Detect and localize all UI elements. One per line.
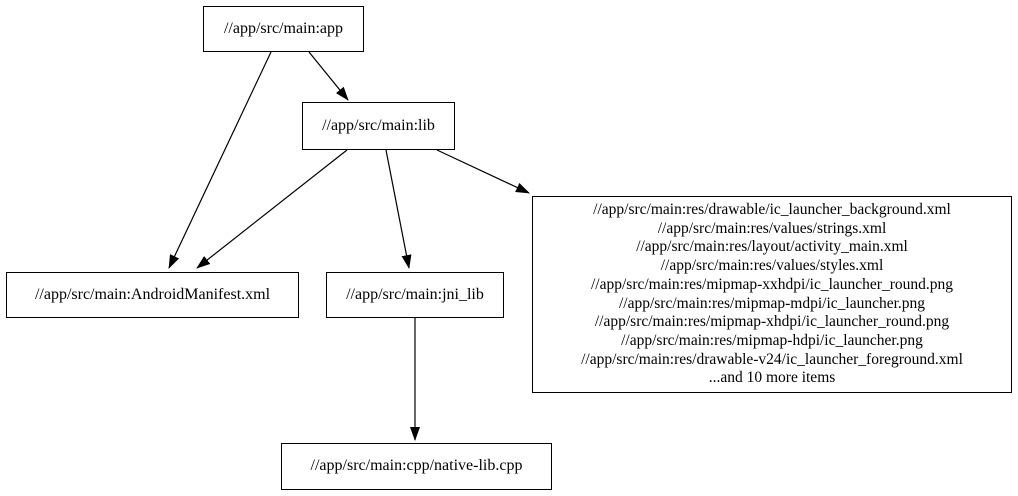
node-android-manifest: //app/src/main:AndroidManifest.xml [6, 272, 299, 318]
res-group-line: //app/src/main:res/drawable/ic_launcher_… [593, 200, 951, 218]
res-group-line: //app/src/main:res/mipmap-xhdpi/ic_launc… [594, 313, 950, 331]
node-native-lib-cpp: //app/src/main:cpp/native-lib.cpp [281, 443, 552, 490]
node-android-manifest-label: //app/src/main:AndroidManifest.xml [34, 285, 271, 303]
res-group-line: //app/src/main:res/mipmap-mdpi/ic_launch… [618, 294, 926, 312]
res-group-line: //app/src/main:res/layout/activity_main.… [636, 238, 908, 256]
node-jni-lib-label: //app/src/main:jni_lib [346, 285, 484, 303]
node-app: //app/src/main:app [203, 6, 364, 52]
edge-app-to-lib [308, 51, 349, 101]
node-jni-lib: //app/src/main:jni_lib [326, 272, 504, 318]
edge-lib-to-res-group [436, 149, 530, 194]
res-group-more-items: ...and 10 more items [708, 369, 836, 387]
node-lib: //app/src/main:lib [302, 102, 455, 150]
res-group-line: //app/src/main:res/values/styles.xml [660, 257, 884, 275]
edge-app-to-android-manifest [168, 51, 272, 269]
res-group-line: //app/src/main:res/drawable-v24/ic_launc… [581, 350, 963, 368]
res-group-line: //app/src/main:res/values/strings.xml [657, 219, 887, 237]
res-group-line: //app/src/main:res/mipmap-hdpi/ic_launch… [621, 331, 923, 349]
node-app-label: //app/src/main:app [223, 19, 344, 37]
node-res-group: //app/src/main:res/drawable/ic_launcher_… [532, 196, 1012, 393]
node-native-lib-cpp-label: //app/src/main:cpp/native-lib.cpp [310, 457, 523, 475]
node-lib-label: //app/src/main:lib [322, 116, 435, 134]
edge-lib-to-android-manifest [196, 149, 348, 269]
res-group-line: //app/src/main:res/mipmap-xxhdpi/ic_laun… [590, 275, 953, 293]
edge-lib-to-jni-lib [385, 149, 412, 269]
